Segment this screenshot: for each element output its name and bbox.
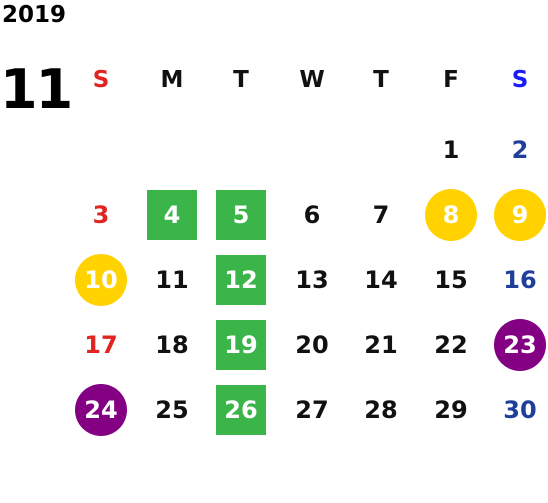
day-cell-17[interactable]: 17 [84, 331, 118, 359]
day-cell-18[interactable]: 18 [155, 331, 189, 359]
weekday-header-thu: T [373, 67, 389, 93]
day-cell-1[interactable]: 1 [442, 136, 460, 164]
day-cell-30[interactable]: 30 [503, 396, 537, 424]
day-cell-24[interactable]: 24 [75, 384, 127, 436]
weekday-header-mon: M [160, 67, 184, 93]
day-cell-6[interactable]: 6 [303, 201, 321, 229]
day-cell-12[interactable]: 12 [216, 255, 266, 305]
day-cell-4[interactable]: 4 [147, 190, 197, 240]
day-cell-9[interactable]: 9 [494, 189, 546, 241]
day-cell-27[interactable]: 27 [295, 396, 329, 424]
day-cell-2[interactable]: 2 [511, 136, 529, 164]
day-cell-3[interactable]: 3 [92, 201, 110, 229]
day-cell-19[interactable]: 19 [216, 320, 266, 370]
day-cell-26[interactable]: 26 [216, 385, 266, 435]
calendar-month: 11 [0, 58, 73, 121]
day-cell-28[interactable]: 28 [364, 396, 398, 424]
day-cell-5[interactable]: 5 [216, 190, 266, 240]
weekday-header-sun: S [92, 67, 110, 93]
day-cell-11[interactable]: 11 [155, 266, 189, 294]
weekday-header-fri: F [443, 67, 459, 93]
day-cell-15[interactable]: 15 [434, 266, 468, 294]
weekday-header-wed: W [299, 67, 325, 93]
day-cell-21[interactable]: 21 [364, 331, 398, 359]
day-cell-16[interactable]: 16 [503, 266, 537, 294]
day-cell-20[interactable]: 20 [295, 331, 329, 359]
day-cell-29[interactable]: 29 [434, 396, 468, 424]
weekday-header-tue: T [233, 67, 249, 93]
day-cell-14[interactable]: 14 [364, 266, 398, 294]
day-cell-13[interactable]: 13 [295, 266, 329, 294]
day-cell-10[interactable]: 10 [75, 254, 127, 306]
day-cell-8[interactable]: 8 [425, 189, 477, 241]
day-cell-23[interactable]: 23 [494, 319, 546, 371]
day-cell-22[interactable]: 22 [434, 331, 468, 359]
calendar-year: 2019 [2, 2, 67, 28]
day-cell-7[interactable]: 7 [372, 201, 390, 229]
day-cell-25[interactable]: 25 [155, 396, 189, 424]
weekday-header-sat: S [511, 67, 529, 93]
